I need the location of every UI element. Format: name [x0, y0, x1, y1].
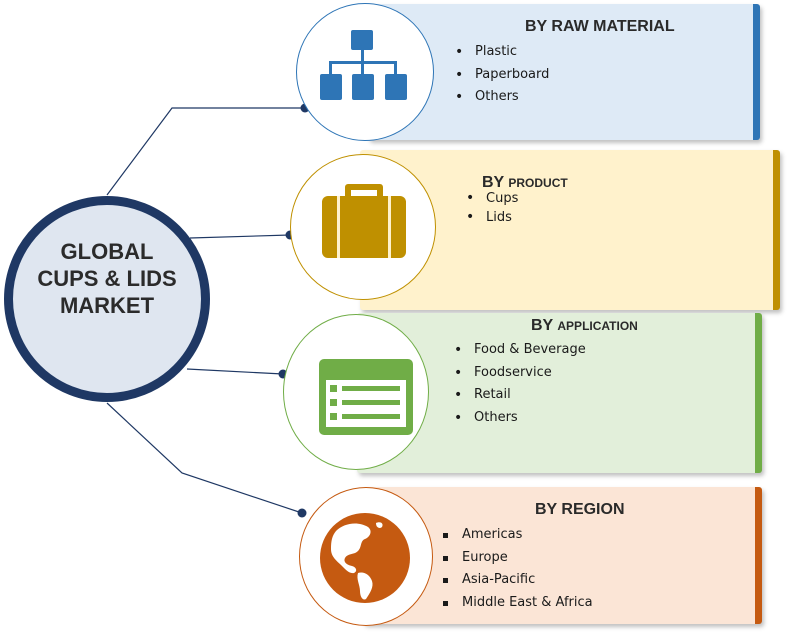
connector-application — [186, 368, 284, 375]
segment-card-region — [363, 487, 762, 624]
list-item: Americas — [440, 524, 593, 547]
segment-list-raw-material: Plastic Paperboard Others — [453, 41, 549, 109]
list-item: Asia-Pacific — [440, 569, 593, 592]
list-item: Europe — [440, 547, 593, 570]
center-hub-circle — [4, 196, 210, 402]
list-item: Retail — [452, 384, 586, 407]
segment-title-region: BY REGION — [535, 501, 625, 518]
segment-card-product — [360, 150, 780, 310]
list-item: Others — [453, 86, 549, 109]
segment-title-product-prefix: BY — [482, 174, 504, 191]
list-window-icon — [319, 359, 413, 435]
hierarchy-icon — [320, 30, 407, 100]
center-hub-line-2: CUPS & LIDS — [37, 266, 177, 291]
list-item: Foodservice — [452, 362, 586, 385]
list-item: Plastic — [453, 41, 549, 64]
segment-title-application: BY APPLICATION — [531, 317, 638, 335]
list-item: Lids — [464, 208, 518, 227]
segment-list-product: Cups Lids — [464, 189, 518, 227]
segment-icon-circle-raw-material — [296, 3, 434, 141]
connector-region — [106, 402, 303, 514]
list-item: Food & Beverage — [452, 339, 586, 362]
briefcase-icon — [322, 184, 406, 258]
center-hub-line-1: GLOBAL — [60, 239, 154, 264]
segment-title-product-suffix: PRODUCT — [508, 176, 568, 190]
connector-dot-region — [297, 508, 307, 518]
list-item: Middle East & Africa — [440, 592, 593, 615]
center-hub-title: GLOBAL CUPS & LIDS MARKET — [4, 238, 210, 319]
list-item: Cups — [464, 189, 518, 208]
segment-title-application-prefix: BY — [531, 317, 553, 334]
center-hub-line-3: MARKET — [59, 293, 155, 318]
segment-title-application-suffix: APPLICATION — [557, 319, 638, 333]
list-item: Paperboard — [453, 64, 549, 87]
list-item: Others — [452, 407, 586, 430]
segment-list-application: Food & Beverage Foodservice Retail Other… — [452, 339, 586, 429]
globe-icon — [320, 513, 410, 603]
segment-title-product: BY PRODUCT — [482, 174, 568, 192]
segment-list-region: Americas Europe Asia-Pacific Middle East… — [440, 524, 593, 614]
connector-product — [189, 234, 291, 239]
connector-raw-material — [106, 107, 305, 196]
segment-title-raw-material: BY RAW MATERIAL — [525, 18, 675, 35]
